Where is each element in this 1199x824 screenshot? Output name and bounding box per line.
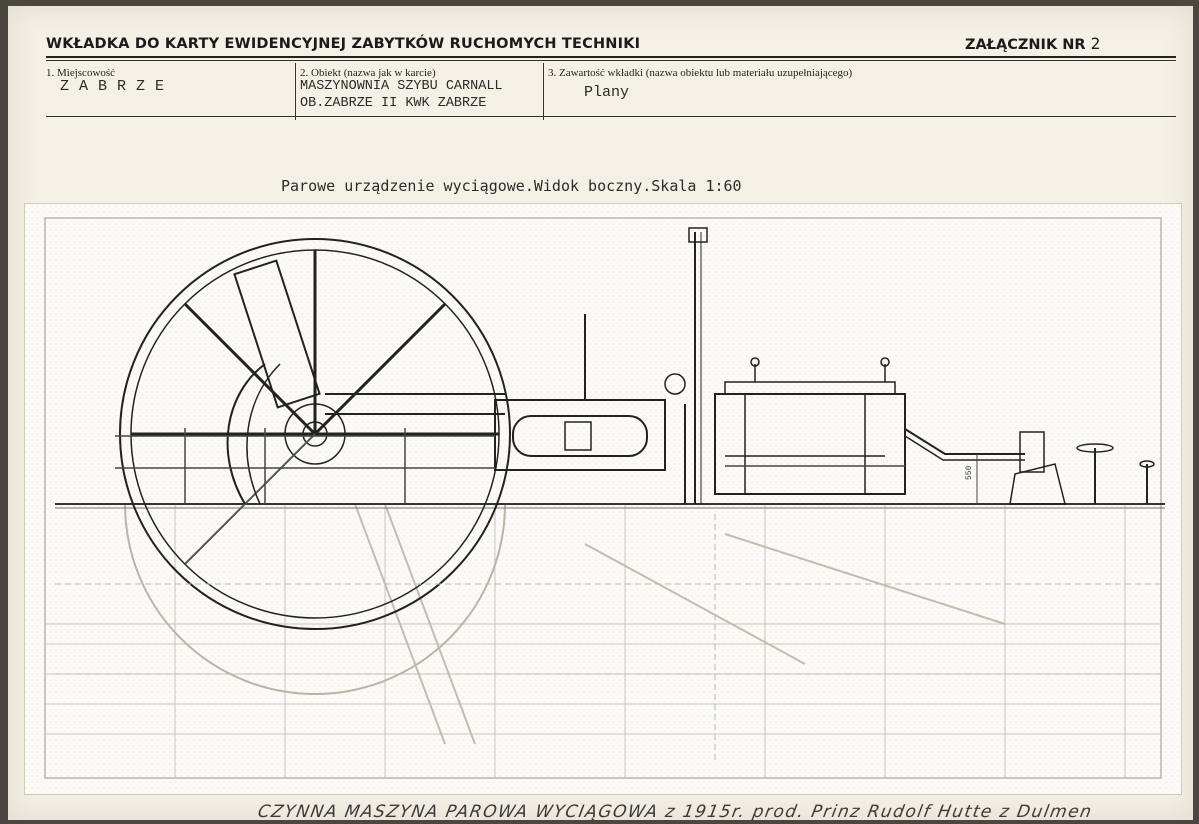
- annex-label-text: ZAŁĄCZNIK NR: [965, 37, 1086, 53]
- object-value-line2: OB.ZABRZE II KWK ZABRZE: [300, 96, 487, 111]
- annex-number: 2: [1090, 34, 1101, 53]
- header-bottom-rule: [46, 116, 1176, 117]
- steam-cylinder: [714, 357, 906, 495]
- platform-railing: [115, 428, 905, 504]
- paper-texture: [25, 204, 1181, 794]
- drawing-caption: Parowe urządzenie wyciągowe.Widok boczny…: [281, 177, 742, 195]
- ghost-grid: [45, 504, 1161, 778]
- flywheel: [119, 238, 511, 630]
- field-divider-1: [295, 63, 296, 120]
- header-top-rule: [46, 56, 1176, 58]
- form-title: WKŁADKA DO KARTY EWIDENCYJNEJ ZABYTKÓW R…: [46, 36, 641, 52]
- contents-value: Plany: [584, 84, 630, 101]
- drawing-border: [44, 217, 1162, 779]
- ghost-flywheel-lower: [124, 503, 506, 695]
- annex-label: ZAŁĄCZNIK NR 2: [965, 34, 1100, 53]
- record-sheet: WKŁADKA DO KARTY EWIDENCYJNEJ ZABYTKÓW R…: [8, 6, 1193, 822]
- governor-column: [584, 227, 708, 504]
- handwritten-note: CZYNNA MASZYNA PAROWA WYCIĄGOWA z 1915r.…: [256, 802, 1095, 822]
- object-label: 2. Obiekt (nazwa jak w karcie): [300, 67, 436, 79]
- location-value: ZABRZE: [60, 78, 175, 95]
- ghost-dashed-lines: [55, 514, 1165, 764]
- contents-label: 3. Zawartość wkładki (nazwa obiektu lub …: [548, 67, 853, 79]
- field-divider-2: [543, 63, 544, 120]
- engine-drawing: 550: [24, 203, 1182, 795]
- location-label: 1. Miejscowość: [46, 67, 116, 79]
- crosshead-guide: [494, 399, 686, 504]
- steam-pipe: [904, 428, 1066, 505]
- control-stands: [1076, 443, 1155, 504]
- ghost-diagonals: [354, 503, 1006, 745]
- object-value-line1: MASZYNOWNIA SZYBU CARNALL: [300, 79, 503, 94]
- engine-side-view-svg: 550: [25, 204, 1181, 794]
- crank-assembly: [226, 259, 505, 505]
- dimension-label: 550: [965, 465, 974, 480]
- header-top-rule-inner: [46, 60, 1176, 61]
